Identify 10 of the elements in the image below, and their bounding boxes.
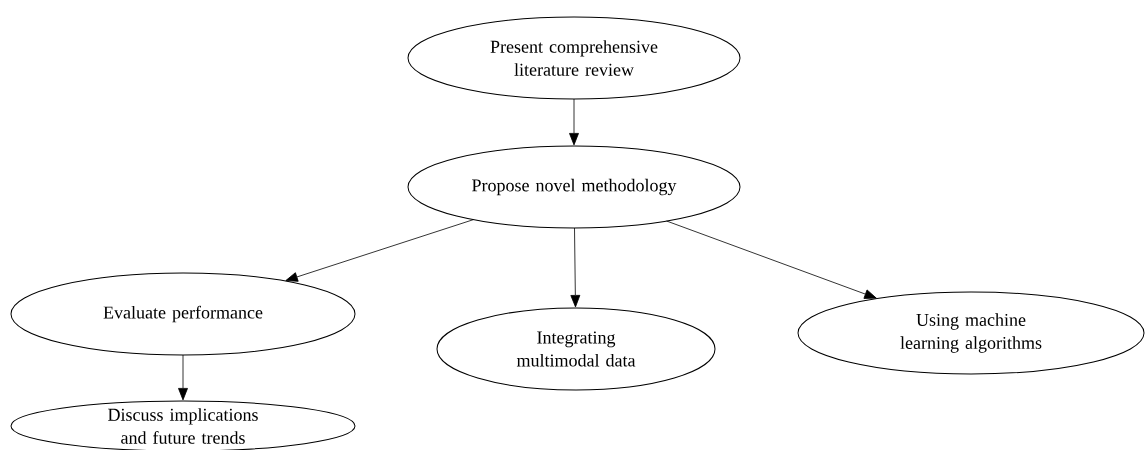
- ellipse-node: Present comprehensive literature review: [407, 16, 741, 100]
- ellipse-node: Integrating multimodal data: [436, 307, 716, 391]
- arrow: [569, 98, 579, 146]
- ellipse-node: Using machine learning algorithms: [797, 291, 1145, 375]
- arrow: [178, 354, 188, 401]
- ellipse-node: Propose novel methodology: [407, 145, 741, 229]
- arrow: [570, 227, 581, 308]
- arrow: [285, 219, 474, 282]
- arrow: [666, 220, 877, 299]
- ellipse-node: Evaluate performance: [10, 272, 356, 356]
